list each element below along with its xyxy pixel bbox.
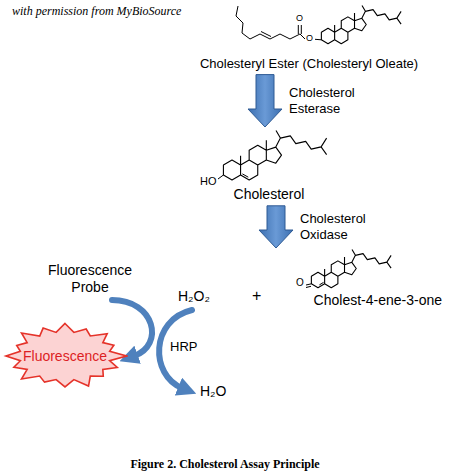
- plus-sign: +: [252, 286, 261, 305]
- atom-label: O: [306, 33, 313, 44]
- molecule-name: Cholest-4-ene-3-one: [258, 292, 442, 309]
- block-arrow: [259, 206, 293, 248]
- enzyme-label: Cholesterol Esterase: [289, 85, 371, 118]
- molecule-name: Cholesteryl Ester (Cholesteryl Oleate): [180, 56, 438, 72]
- product-label: H₂O: [200, 383, 226, 400]
- atom-label: O: [296, 277, 304, 289]
- enzyme-label: Cholesterol Oxidase: [300, 211, 382, 244]
- atom-label: HO: [200, 175, 217, 188]
- cholesterol-structure: [218, 130, 327, 180]
- fluorescence-burst: Fluorescence: [2, 322, 128, 390]
- cholestenone-structure: [306, 249, 391, 287]
- cholesteryl-ester-structure: [236, 5, 401, 43]
- molecule-name: Cholesterol: [205, 186, 333, 203]
- molecule-node: Cholesterol: [205, 128, 333, 203]
- block-arrow: [248, 75, 282, 127]
- reagent-label: Fluorescence Probe: [45, 262, 135, 296]
- burst-text: Fluorescence: [23, 348, 107, 365]
- watermark: with permission from MyBioSource: [12, 4, 181, 18]
- burst-shape: [6, 324, 127, 387]
- figure-caption: Figure 2. Cholesterol Assay Principle: [0, 457, 450, 471]
- hrp-reaction-arrow: [112, 300, 152, 356]
- enzyme-label: HRP: [170, 339, 197, 355]
- reagent-label: H₂O₂: [178, 288, 210, 305]
- molecule-node: Cholest-4-ene-3-one: [258, 249, 448, 309]
- atom-label: O: [296, 13, 303, 24]
